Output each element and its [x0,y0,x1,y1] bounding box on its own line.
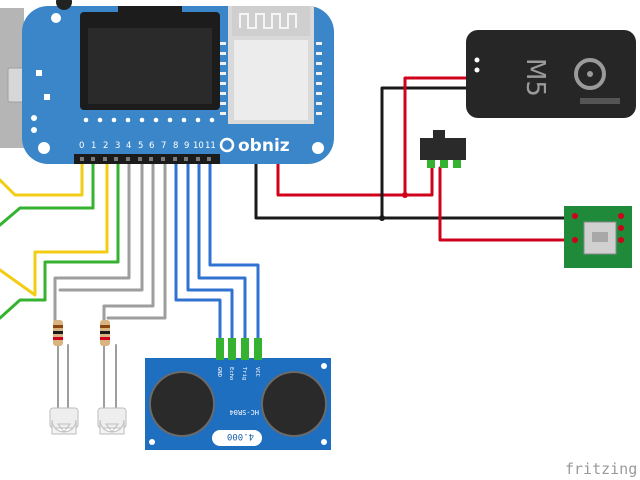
hcsr04-pins [216,338,262,360]
pin-label-1: 1 [91,141,96,151]
m5-label: M5 [520,58,550,97]
wire-black-m5-gnd [380,86,577,220]
resistor-2[interactable] [100,320,110,346]
pin-labels: 0 1 2 3 4 5 6 7 8 9 10 11 [79,141,216,151]
wire-red-switch-usb [438,166,577,242]
usb-breakout[interactable] [564,206,632,268]
pin-label-4: 4 [126,141,131,151]
obniz-logo-text: obniz [238,136,290,156]
camera-lens-icon [574,58,606,90]
pin-label-11: 11 [205,141,216,151]
pin-label-2: 2 [103,141,108,151]
wire-gray-2 [58,160,144,292]
ultrasonic-transducer [261,371,327,437]
led-1[interactable] [49,407,79,435]
crystal [212,430,262,446]
hc-pin-vcc: VCC [254,367,260,377]
indicator-dots [83,117,215,123]
mount-hole [312,142,324,154]
resistor-1[interactable] [53,320,63,346]
obniz-logo-icon [219,137,235,153]
pin-label-6: 6 [149,141,154,151]
wire-gray-4 [106,160,167,320]
oled-display [88,28,212,104]
ultrasonic-transducer [149,371,215,437]
wire-blue-2 [186,160,234,342]
switch-knob[interactable] [433,130,445,140]
pin-label-10: 10 [193,141,204,151]
mount-hole [38,142,50,154]
button-icon[interactable] [56,0,72,10]
led-diode-icon [57,423,71,433]
wire-yellow-2 [0,160,109,297]
wire-blue-1 [174,160,222,342]
hc-pin-echo: Echo [228,367,234,380]
pin-label-5: 5 [138,141,143,151]
wire-green-1 [0,160,95,227]
hcsr04-pin-labels: GND Echo Trig VCC [216,367,260,380]
castellated-pins [220,42,322,115]
hc-pin-gnd: GND [216,367,222,377]
wire-gray-3 [102,160,155,324]
obniz-board[interactable]: 0 1 2 3 4 5 6 7 8 9 10 11 obniz [0,0,334,164]
wire-black-obniz-gnd [254,158,384,220]
slide-switch[interactable] [420,130,466,168]
wire-gray-1 [53,160,131,324]
wire-red-m5-vcc [403,76,472,197]
wires [0,76,577,411]
m5-body [466,30,636,118]
pin-label-3: 3 [115,141,120,151]
pin-label-9: 9 [184,141,189,151]
status-led [474,67,480,73]
fritzing-watermark: fritzing [565,460,637,478]
pin-header [74,154,220,164]
hcsr04-sensor[interactable]: GND Echo Trig VCC HC-SR04 4.000 [145,338,331,450]
wire-yellow-1 [0,160,84,197]
switch-body [420,138,466,160]
antenna-icon [239,13,297,29]
wire-red-obniz-vcc [276,158,434,197]
led-2[interactable] [97,407,127,435]
crystal-label: 4.000 [227,431,254,441]
header-pin-pads [80,157,211,161]
wire-green-2 [0,160,120,320]
pin-label-7: 7 [161,141,166,151]
status-led [474,57,480,63]
pin-label-0: 0 [79,141,84,151]
mount-hole [51,13,61,23]
pin-label-8: 8 [173,141,178,151]
wire-blue-4 [208,160,260,342]
junction-black [379,215,385,221]
junction-red [402,192,408,198]
m5-device[interactable]: M5 [466,30,636,118]
hc-pin-trig: Trig [241,367,247,380]
wire-blue-3 [197,160,247,342]
hcsr04-model-label: HC-SR04 [229,408,259,416]
led-diode-icon [105,423,119,433]
